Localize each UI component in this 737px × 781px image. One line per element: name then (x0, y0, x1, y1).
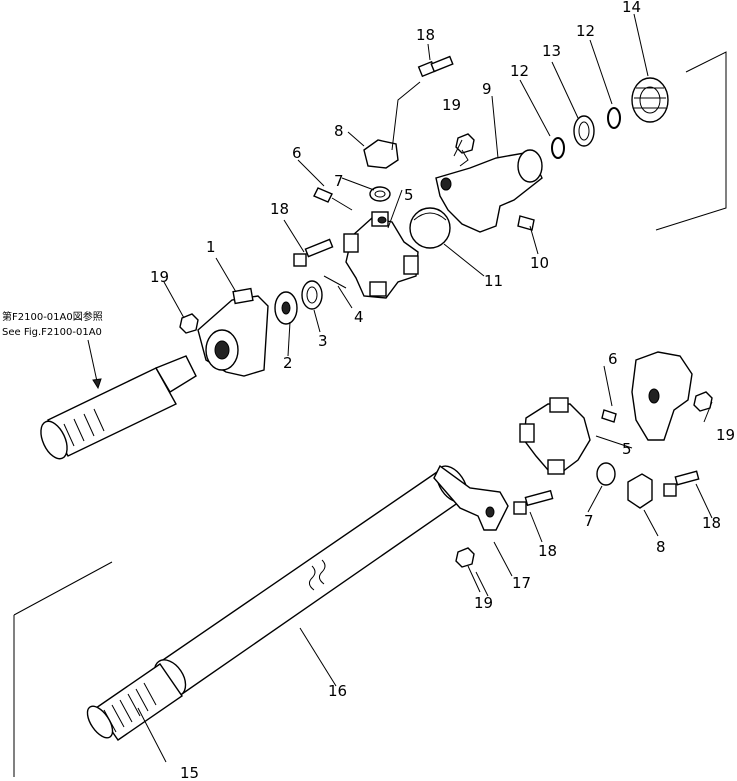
sleeve-edge (413, 212, 447, 221)
ref-arrow-to-shaft (87, 339, 99, 387)
callout-1: 1 (206, 238, 216, 256)
callout-6-lower: 6 (608, 350, 618, 368)
nut-19-upper (455, 133, 475, 154)
callout-7-upper: 7 (334, 172, 344, 190)
callout-numbers: 1 2 3 4 5 5 6 6 7 7 8 8 9 10 11 12 12 13… (150, 0, 735, 781)
seal-ring-7-lower (596, 462, 616, 486)
cross-cap-bottom (369, 281, 387, 297)
callout-18-lower-left: 18 (538, 542, 557, 560)
bearing-part-3 (301, 280, 323, 310)
nut-19-left (179, 313, 199, 334)
reference-text-jp: 第F2100-01A0図参照 (2, 310, 103, 323)
reference-lines (13, 51, 727, 777)
washer-hole (281, 301, 291, 315)
bearing-inner-ring (306, 286, 318, 304)
callout-12-left: 12 (510, 62, 529, 80)
callout-19-right: 19 (716, 426, 735, 444)
leader-lines (137, 13, 713, 763)
snap-ring-12-a (551, 137, 565, 159)
lower-yoke-right (631, 351, 693, 441)
callout-8-lower: 8 (656, 538, 666, 556)
spline-sleeve-14 (631, 77, 669, 123)
nipple-leader (331, 197, 353, 211)
callout-7-lower: 7 (584, 512, 594, 530)
flange-tab (232, 287, 254, 305)
callout-19-left: 19 (150, 268, 169, 286)
upper-cross-group (293, 55, 454, 299)
callout-13: 13 (542, 42, 561, 60)
input-shaft-stub (154, 355, 197, 393)
spline-sleeve-teeth (634, 87, 666, 109)
oil-seal-inner (578, 121, 590, 141)
upper-flange-group (197, 275, 347, 377)
input-shaft (40, 355, 197, 460)
callout-17: 17 (512, 574, 531, 592)
callout-12-right: 12 (576, 22, 595, 40)
callout-19-lower: 19 (474, 594, 493, 612)
oil-seal-13 (573, 115, 595, 147)
reference-text-en: See Fig.F2100-01A0 (2, 327, 102, 338)
seal-ring-7-upper (369, 186, 391, 202)
ref-arrow-head (92, 378, 102, 390)
callout-15: 15 (180, 764, 199, 781)
callout-9: 9 (482, 80, 492, 98)
bearing-cap-8-lower (627, 473, 653, 509)
cross-cap-left (343, 233, 359, 253)
shaft-tube (159, 469, 463, 695)
drive-shaft-assembly (86, 464, 509, 741)
grease-nipple-10 (517, 215, 535, 231)
callout-5-lower: 5 (622, 440, 632, 458)
lower-cross-cap-top (549, 397, 569, 413)
lower-cross-cap-left (519, 423, 535, 443)
bolt-18-lower-left (513, 489, 554, 515)
callout-5-upper: 5 (404, 186, 414, 204)
input-shaft-end-face (40, 420, 68, 460)
bearing-cap-8-upper (363, 139, 399, 169)
callout-18-top: 18 (416, 26, 435, 44)
shaft-break-mark (308, 559, 326, 591)
cross-center-hole (377, 216, 387, 224)
bolt-18-lower-right (663, 470, 700, 497)
callout-19-upper: 19 (442, 96, 461, 114)
callout-11: 11 (484, 272, 503, 290)
bolt-18-top (417, 55, 454, 78)
spline-sleeve-inner (639, 86, 661, 114)
ref-line-bottom-left (13, 561, 113, 777)
nut-19-lower (455, 547, 475, 568)
callout-16: 16 (328, 682, 347, 700)
sleeve-part-11 (409, 207, 451, 249)
bolt-18-left (293, 238, 334, 267)
ref-line-top-right (655, 51, 727, 231)
callout-6-upper: 6 (292, 144, 302, 162)
callout-3: 3 (318, 332, 328, 350)
pin-part-4 (323, 275, 347, 289)
lower-yoke-hole (648, 388, 660, 404)
callout-4: 4 (354, 308, 364, 326)
slip-yoke-part-9 (435, 151, 543, 233)
upper-yoke-group (409, 133, 543, 249)
grease-nipple-6-upper (313, 187, 333, 203)
snap-ring-12-b (607, 107, 621, 129)
grease-nipple-6-lower (601, 409, 617, 423)
callout-18-lower-right: 18 (702, 514, 721, 532)
slip-yoke-hole (440, 177, 452, 191)
callout-8-upper: 8 (334, 122, 344, 140)
lower-joint-group (179, 313, 713, 568)
seal-ring-inner (374, 190, 386, 198)
input-shaft-splines (63, 408, 105, 447)
bolt-top-leader (391, 81, 421, 151)
snap-ring-group (551, 77, 669, 159)
flange-bore-inner (214, 340, 230, 360)
callout-10: 10 (530, 254, 549, 272)
yoke-bolt-hole (485, 506, 495, 518)
slip-yoke-mouth (517, 149, 543, 183)
callout-18-left: 18 (270, 200, 289, 218)
cross-cap-right (403, 255, 419, 275)
lower-cross-cap-bottom (547, 459, 565, 475)
callout-2: 2 (283, 354, 293, 372)
nut-upper-leader (459, 149, 469, 167)
spline-end-face (86, 705, 114, 739)
callout-14: 14 (622, 0, 641, 16)
